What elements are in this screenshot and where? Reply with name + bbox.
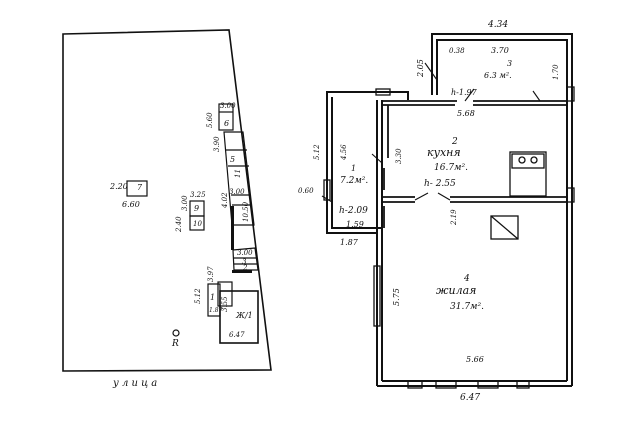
dim-overall-top: 4.34 [487, 20, 508, 30]
floor-plan: 4.34 6.47 0.38 3.70 3 6.3 м². 1.70 h-1.9… [298, 20, 575, 403]
strip-label-512: 5.12 [194, 288, 202, 304]
site-plan: 2.20 6.60 7 3.00 5.60 6 3.90 5 11 3.00 4… [62, 29, 272, 389]
room1-depth: 4.56 [340, 144, 348, 161]
north-mark: R [171, 339, 179, 349]
room3-d2: 1.70 [552, 64, 560, 80]
room3-height: h-1.97 [451, 88, 478, 97]
street-label: у л и ц а [112, 378, 157, 389]
strip-label-300-mid: 3.00 [229, 188, 245, 196]
room1-bottom: 1.87 [340, 238, 359, 247]
site-dim-7: 7 [137, 183, 143, 192]
strip-label-2: 2 [242, 264, 248, 272]
room1-outer: 5.12 [313, 144, 321, 160]
room4-num: 4 [463, 274, 470, 284]
living-stove [490, 215, 519, 240]
strip-label-187: 1.87 [209, 307, 223, 314]
room2-name: кухня [427, 146, 461, 159]
room1-height: h-2.09 [339, 206, 368, 216]
room2-height: h- 2.55 [424, 179, 456, 189]
strip-label-390: 3.90 [213, 136, 221, 152]
site-dim-660: 6.60 [122, 200, 140, 209]
room1-num: 1 [351, 164, 356, 173]
room3-width: 3.70 [491, 46, 509, 55]
site-dim-325: 3.25 [190, 191, 206, 199]
room3-num: 3 [507, 59, 512, 68]
strip-label-1050: 10.50 [242, 201, 250, 222]
room2-area: 16.7м². [434, 163, 468, 173]
strip-label-355: 3.55 [221, 296, 229, 312]
strip-label-300-low: 3.00 [237, 249, 253, 257]
strip-label-402: 4.02 [221, 192, 229, 209]
building-label: Ж/1 [235, 311, 253, 320]
site-dim-10: 10 [193, 220, 202, 228]
room4-name: жилая [436, 284, 476, 297]
partitions [382, 100, 567, 228]
porch-depth: 2.05 [416, 59, 425, 78]
room2-depth: 3.30 [395, 148, 403, 164]
site-lot-outline [62, 29, 272, 372]
dim-overall-bottom: 6.47 [460, 393, 480, 403]
strip-label-300-top: 3.00 [220, 102, 236, 110]
door-swings [321, 62, 541, 203]
site-dim-300: 3.00 [181, 195, 189, 211]
windows [323, 86, 575, 389]
site-dim-240: 2.40 [175, 216, 183, 233]
strip-label-6: 6 [224, 119, 229, 128]
strip-label-5: 5 [230, 155, 235, 164]
kitchen-stove [509, 151, 547, 197]
strip-label-1: 1 [210, 293, 215, 302]
room4-d2: 2.19 [450, 209, 458, 226]
room4-depth: 5.75 [392, 288, 401, 306]
strip-label-647: 6.47 [229, 331, 245, 339]
room1-width: 1.59 [346, 220, 364, 229]
site-dim-9: 9 [194, 204, 199, 213]
room4-area: 31.7м². [450, 302, 484, 312]
room3-d1: 0.38 [449, 47, 465, 55]
outbuilding-strip [126, 103, 259, 344]
strip-label-560: 5.60 [206, 112, 214, 128]
room4-width: 5.66 [466, 355, 484, 364]
strip-label-11: 11 [234, 169, 242, 178]
room2-num: 2 [451, 137, 458, 147]
site-dim-220: 2.20 [109, 182, 128, 191]
room1-left: 0.60 [298, 187, 314, 195]
room3-area: 6.3 м². [484, 71, 512, 80]
strip-label-3: 3 [242, 258, 247, 266]
room2-width: 5.68 [457, 109, 475, 118]
room1-area: 7.2м². [340, 176, 368, 186]
strip-label-397: 3.97 [207, 266, 215, 282]
